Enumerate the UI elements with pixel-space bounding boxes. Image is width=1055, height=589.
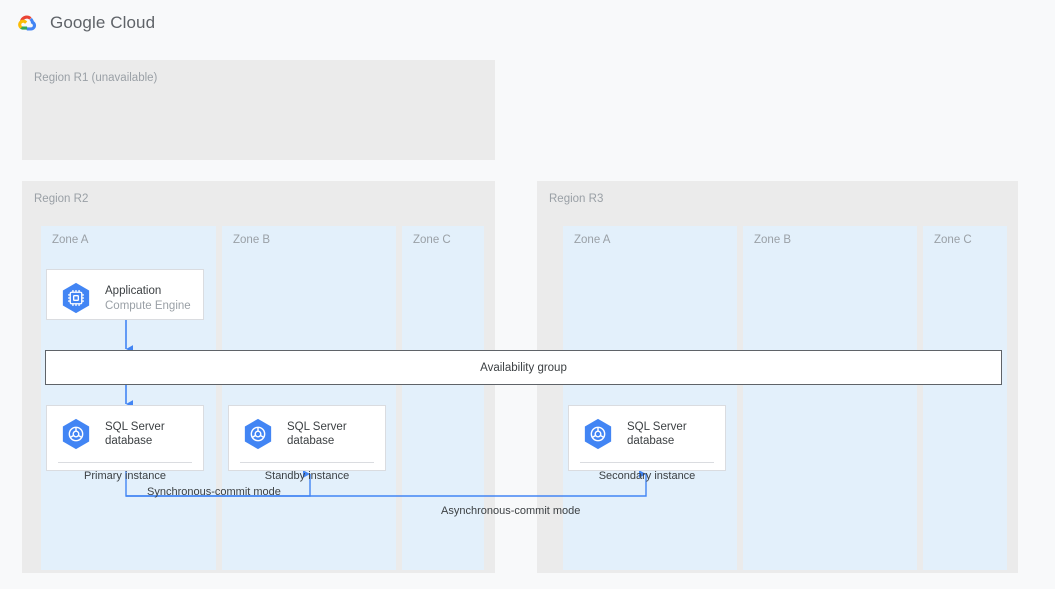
card-sql-primary-divider bbox=[58, 462, 192, 463]
compute-engine-icon bbox=[62, 282, 90, 314]
zone-r2-a-label: Zone A bbox=[52, 234, 89, 246]
zone-r3-b-label: Zone B bbox=[754, 234, 792, 246]
zone-r2-b: Zone B bbox=[222, 226, 396, 570]
card-sql-standby-title: SQL Server database bbox=[287, 421, 347, 447]
zone-r2-c: Zone C bbox=[402, 226, 484, 570]
card-sql-standby-footer: Standby instance bbox=[264, 470, 350, 482]
card-sql-standby-body: SQL Server database bbox=[229, 406, 385, 462]
zone-r3-c-label: Zone C bbox=[934, 234, 972, 246]
zone-r2-b-label: Zone B bbox=[233, 234, 271, 246]
card-sql-primary-titles: SQL Server database bbox=[105, 420, 165, 448]
card-sql-primary-footer: Primary instance bbox=[84, 470, 166, 482]
google-cloud-logo-icon bbox=[18, 15, 37, 31]
zone-r3-b: Zone B bbox=[743, 226, 917, 570]
card-sql-primary[interactable]: SQL Server database Primary instance bbox=[46, 405, 204, 482]
card-application-titles: Application Compute Engine bbox=[105, 284, 191, 313]
sql-server-icon bbox=[244, 418, 272, 450]
card-application-title: Application bbox=[105, 284, 162, 297]
card-sql-primary-title: SQL Server database bbox=[105, 421, 165, 447]
region-r2-label: Region R2 bbox=[34, 193, 89, 205]
page-header: Google Cloud bbox=[0, 0, 1055, 46]
synchronous-commit-label: Synchronous-commit mode bbox=[147, 486, 281, 498]
sql-server-icon bbox=[584, 418, 612, 450]
zone-r3-a-label: Zone A bbox=[574, 234, 611, 246]
card-sql-secondary-divider bbox=[580, 462, 714, 463]
card-sql-primary-body: SQL Server database bbox=[47, 406, 203, 462]
card-application[interactable]: Application Compute Engine bbox=[46, 269, 204, 320]
zone-r2-c-label: Zone C bbox=[413, 234, 451, 246]
card-sql-secondary-title: SQL Server database bbox=[627, 421, 687, 447]
card-application-subtitle: Compute Engine bbox=[105, 299, 191, 312]
availability-group-bar: Availability group bbox=[45, 350, 1002, 385]
card-sql-standby-divider bbox=[240, 462, 374, 463]
card-sql-secondary-footer: Secondary instance bbox=[598, 470, 696, 482]
card-sql-secondary-titles: SQL Server database bbox=[627, 420, 687, 448]
card-sql-secondary[interactable]: SQL Server database Secondary instance bbox=[568, 405, 726, 482]
brand-name: Google Cloud bbox=[50, 13, 156, 32]
card-application-body: Application Compute Engine bbox=[47, 270, 203, 326]
card-sql-standby-titles: SQL Server database bbox=[287, 420, 347, 448]
zone-r3-c: Zone C bbox=[923, 226, 1007, 570]
brand-lockup: Google Cloud bbox=[14, 12, 155, 34]
sql-server-icon bbox=[62, 418, 90, 450]
region-r1-label: Region R1 (unavailable) bbox=[34, 72, 158, 84]
card-sql-secondary-body: SQL Server database bbox=[569, 406, 725, 462]
zone-r3-a: Zone A bbox=[563, 226, 737, 570]
region-r3-label: Region R3 bbox=[549, 193, 604, 205]
availability-group-label: Availability group bbox=[480, 361, 567, 374]
card-sql-standby[interactable]: SQL Server database Standby instance bbox=[228, 405, 386, 482]
asynchronous-commit-label: Asynchronous-commit mode bbox=[441, 505, 581, 517]
region-r1: Region R1 (unavailable) bbox=[22, 60, 495, 160]
